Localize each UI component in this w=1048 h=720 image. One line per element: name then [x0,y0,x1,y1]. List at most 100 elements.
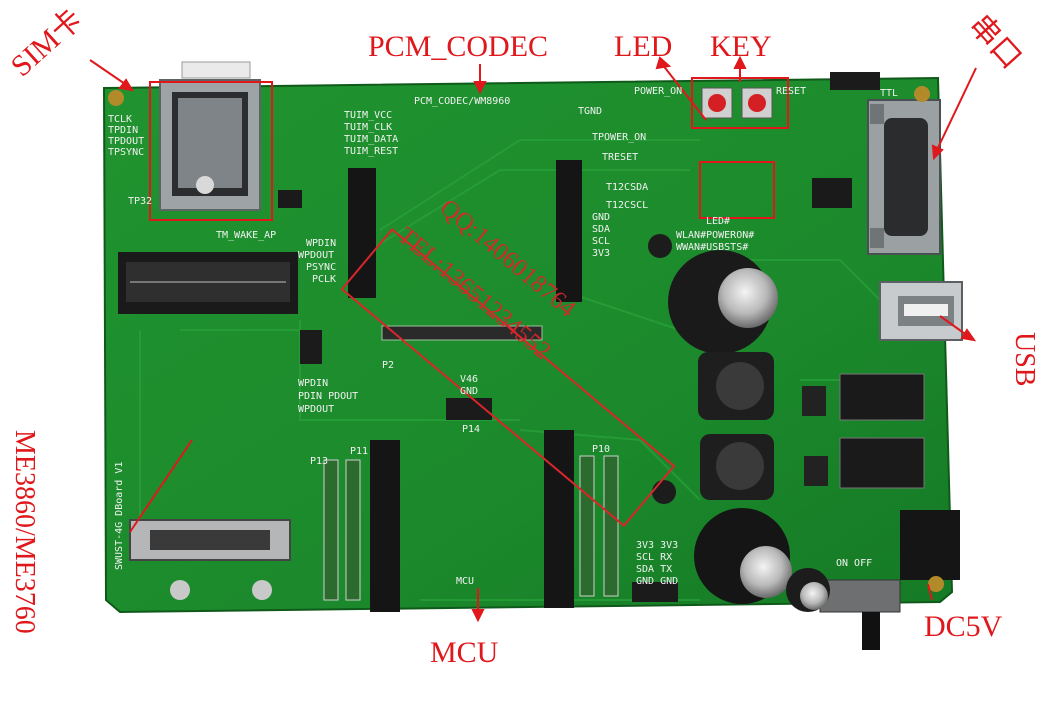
callout-usb: USB [1009,332,1040,387]
callout-dc5v: DC5V [924,610,1003,643]
silk-tp32: TP32 [128,196,153,207]
silk-wwan-usbsts: WWAN#USBSTS# [676,242,749,253]
header-p14 [446,398,492,420]
power-switch-lever [862,612,880,650]
silk-pin-gnd-b: GND [660,576,679,587]
silk-tpsync: TPSYNC [108,147,145,158]
silk-mcu: MCU [456,576,475,587]
header-bottom [632,582,678,602]
ic-u3 [278,190,302,208]
regulator-u2 [839,373,925,421]
callout-led: LED [614,30,673,63]
header-mcu-right [544,430,574,608]
silk-treset: TRESET [602,152,639,163]
diode-d1 [804,456,828,486]
silk-pin-tx: TX [660,564,673,575]
silk-pin-gnd-a: GND [636,576,655,587]
silk-t12csda: T12CSDA [606,182,649,193]
mount-hole-tr [914,86,930,102]
dc-jack [900,510,960,580]
silk-wlan-poweron: WLAN#POWERON# [676,230,755,241]
silk-pdin-pdout: PDIN PDOUT [298,391,359,402]
silk-tuim-vcc: TUIM_VCC [344,110,393,121]
silk-psync: PSYNC [306,262,337,273]
callout-arrows [89,55,977,623]
silk-bottom-pins-b: SCL RX [636,552,672,563]
silk-scl: SCL [592,236,611,247]
header-mcu-left [370,440,400,612]
silk-pclk: PCLK [312,274,337,285]
silk-pin-rx: RX [660,552,673,563]
sim-card-top-tab [181,61,251,79]
header-top-right [830,72,880,90]
mount-hole-tl [108,90,124,106]
silk-board-name: SWUST-4G DBoard V1 [114,461,125,570]
silk-bottom-pins-a: 3V3 3V3 [636,540,678,551]
silk-tuim-rest: TUIM_REST [344,146,399,157]
regulator-u1 [839,437,925,489]
db9-connector [867,99,941,255]
callout-pcm-codec: PCM_CODEC [368,30,549,63]
silk-pin-3v3-b: 3V3 [660,540,679,551]
silk-pin-scl: SCL [636,552,655,563]
silk-wpdin: WPDIN [306,238,337,249]
silk-power-on: POWER_ON [634,86,683,97]
silk-v46: V46 [460,374,479,385]
silk-bottom-pins-c: SDA TX [636,564,672,575]
sim-card-holder [159,79,261,211]
silk-on-off: ON OFF [836,558,873,569]
silk-t12cscl: T12CSCL [606,200,649,211]
sim-highlight-box [149,81,273,221]
silk-tuim-data: TUIM_DATA [344,134,399,145]
capacitor-c7 [668,250,778,354]
silk-gnd: GND [592,212,611,223]
silk-pcm-codec: PCM_CODEC/WM8960 [414,96,511,107]
callout-mcu: MCU [430,636,499,669]
silk-tpdout: TPDOUT [108,136,145,147]
mount-hole-br [928,576,944,592]
silk-p10: P10 [592,444,611,455]
silk-tclk: TCLK [108,114,133,125]
key-buttons [701,87,773,119]
silk-bottom-pins-d: GND GND [636,576,678,587]
silk-p11: P11 [350,446,369,457]
header-right [556,160,582,302]
silk-wpdout-2: WPDOUT [298,404,335,415]
header-p2 [381,325,543,341]
header-small [300,330,322,364]
diode-d2 [802,386,826,416]
silk-pin-3v3-a: 3V3 [636,540,655,551]
module-latch [129,519,291,600]
silk-wpdout: WPDOUT [298,250,335,261]
minipcie-slot [118,252,298,314]
usb-port [879,281,963,341]
silk-tm-wake: TM_WAKE_AP [216,230,277,241]
capacitor-small-2 [648,234,676,504]
silk-gnd-2: GND [460,386,479,397]
silk-p14: P14 [462,424,481,435]
silk-sda: SDA [592,224,611,235]
inductor-l1 [698,352,774,420]
callout-key: KEY [710,30,772,63]
header-left [348,168,376,298]
silk-tgnd: TGND [578,106,603,117]
led-highlight-box [699,161,775,219]
silk-3v3: 3V3 [592,248,611,259]
silk-wpdin-2: WPDIN [298,378,329,389]
silk-reset: RESET [776,86,807,97]
silk-tpdin: TPDIN [108,125,139,136]
silk-ttl: TTL [880,88,899,99]
inductor-l2 [700,434,774,500]
power-switch [819,579,901,613]
silk-pin-sda: SDA [636,564,655,575]
callout-me3860-me3760: ME3860/ME3760 [9,430,40,634]
capacitor-small-1 [786,568,830,612]
silk-p13: P13 [310,456,329,467]
silk-p2: P2 [382,360,395,371]
capacitor-c3 [694,508,792,604]
silk-tuim-clk: TUIM_CLK [344,122,393,133]
silk-led-tag: LED# [706,216,731,227]
silk-tpower-on: TPOWER_ON [592,132,647,143]
ic-u6 [812,178,852,208]
